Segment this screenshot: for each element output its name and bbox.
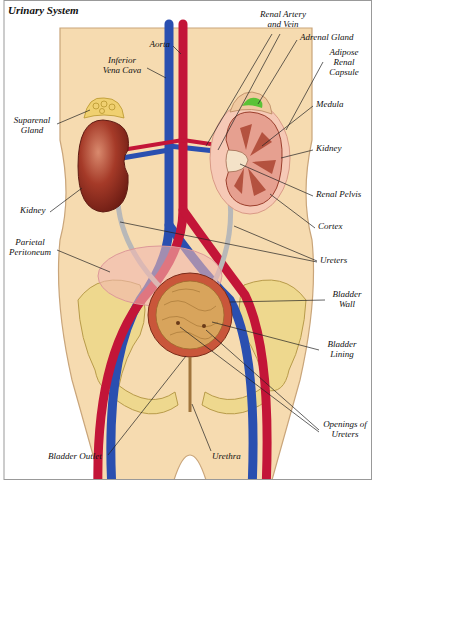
part-label: Bladder Lining: [322, 340, 362, 360]
part-label: Renal Pelvis: [316, 190, 361, 200]
pelvis-bone: [116, 385, 178, 414]
leader-line: [50, 188, 82, 212]
part-label: Medula: [316, 100, 344, 110]
leader-line: [270, 194, 315, 228]
leader-line: [57, 110, 90, 124]
suprarenal-gland: [84, 98, 124, 118]
leader-line: [281, 150, 313, 158]
adrenal-gland: [230, 92, 272, 114]
leader-line: [192, 404, 211, 451]
part-label: Ureters: [320, 256, 347, 266]
body-figure: [59, 24, 314, 480]
leader-line: [57, 250, 110, 272]
frame: [4, 1, 372, 480]
part-label: Adrenal Gland: [300, 33, 353, 43]
bladder-lining: [156, 281, 224, 349]
leader-line: [108, 356, 186, 455]
leader-line: [240, 164, 313, 196]
part-label: Renal Artery and Vein: [256, 10, 310, 30]
leader-line: [180, 327, 319, 432]
urethra: [189, 357, 192, 412]
part-label: Parietal Peritoneum: [6, 238, 54, 258]
leader-line: [147, 68, 166, 78]
diagram-title: Urinary System: [8, 4, 79, 16]
part-label: Cortex: [318, 222, 343, 232]
bladder-wall: [148, 273, 232, 357]
kidney-cortex: [226, 112, 282, 206]
leader-line: [262, 106, 313, 146]
leader-line: [234, 226, 317, 261]
part-label: Kidney: [20, 206, 46, 216]
part-label: Suparenal Gland: [10, 116, 54, 136]
pelvis-bone: [202, 385, 268, 414]
leader-line: [212, 322, 319, 350]
part-label: Bladder Outlet: [48, 452, 102, 462]
part-label: Inferior Vena Cava: [100, 56, 144, 76]
part-label: Adipose Renal Capsule: [326, 48, 362, 78]
part-label: Kidney: [316, 144, 342, 154]
leader-line: [258, 40, 297, 104]
leader-line: [286, 62, 323, 130]
aorta: [98, 24, 267, 480]
leader-line: [120, 222, 317, 262]
lining-folds: [162, 289, 218, 339]
part-label: Openings of Ureters: [322, 420, 368, 440]
leader-line: [230, 300, 325, 302]
ureter-opening: [176, 321, 180, 325]
leader-line: [173, 46, 181, 54]
part-label: Aorta: [136, 40, 170, 50]
part-label: Urethra: [212, 452, 241, 462]
renal-pelvis: [226, 150, 248, 172]
part-label: Bladder Wall: [328, 290, 366, 310]
leader-lines: [50, 34, 325, 455]
leader-line: [206, 330, 319, 430]
leader-line: [218, 34, 280, 150]
kidney: [78, 120, 128, 212]
ureter-opening: [202, 324, 206, 328]
leader-line: [206, 34, 272, 146]
